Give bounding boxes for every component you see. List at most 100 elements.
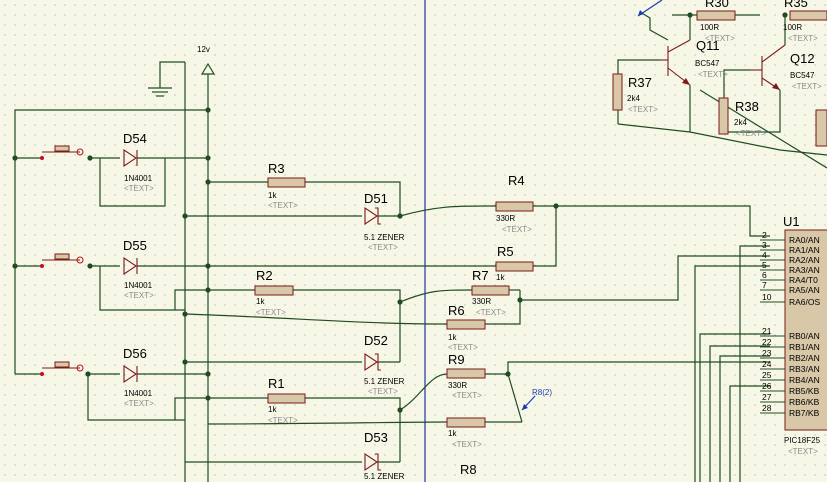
mcu-pin-number: 22	[762, 337, 772, 347]
wires-middle	[174, 181, 770, 482]
mcu-body[interactable]	[784, 229, 827, 431]
mcu-pin-name: RB5/KB	[789, 386, 820, 396]
resistor-right-edge[interactable]	[815, 109, 827, 147]
resistor-r37[interactable]	[612, 73, 623, 111]
r9-text-placeholder: <TEXT>	[452, 391, 482, 400]
d52-value: 5.1 ZENER	[364, 377, 405, 386]
d52-ref: D52	[364, 333, 388, 348]
r2-ref: R2	[256, 268, 273, 283]
r37-ref: R37	[628, 75, 652, 90]
d55-text-placeholder: <TEXT>	[124, 291, 154, 300]
d55-value: 1N4001	[124, 281, 153, 290]
d54-ref: D54	[123, 131, 147, 146]
resistor-r3[interactable]	[267, 177, 306, 188]
r4-ref: R4	[508, 173, 525, 188]
mcu-pin-name: RA5/AN	[789, 285, 820, 295]
resistor-r8[interactable]	[446, 417, 486, 428]
q11-value: BC547	[695, 59, 720, 68]
diode-d54[interactable]	[123, 148, 138, 168]
mcu-pin-name: RB4/AN	[789, 375, 820, 385]
push-switch-3	[40, 361, 84, 376]
resistor-r5[interactable]	[495, 261, 534, 272]
mcu-pin-name: RA1/AN	[789, 245, 820, 255]
wires-left-bus	[14, 109, 208, 421]
r38-value: 2k4	[734, 118, 747, 127]
r4-value: 330R	[496, 214, 515, 223]
probe-label: R8(2)	[532, 388, 552, 397]
mcu-pin-number: 26	[762, 381, 772, 391]
mcu-pin-number: 23	[762, 348, 772, 358]
power-label: 12v	[197, 45, 210, 54]
r1-ref: R1	[268, 376, 285, 391]
resistor-r9[interactable]	[446, 368, 486, 379]
r30-ref: R30	[705, 0, 729, 10]
d55-ref: D55	[123, 238, 147, 253]
resistor-r4[interactable]	[495, 201, 534, 212]
mcu-pin-number: 4	[762, 250, 767, 260]
resistor-r30[interactable]	[696, 10, 736, 21]
r38-ref: R38	[735, 99, 759, 114]
r35-ref: R35	[784, 0, 808, 10]
mcu-pin-number: 27	[762, 392, 772, 402]
mcu-pin-number: 10	[762, 292, 772, 302]
diode-d56[interactable]	[123, 364, 138, 384]
r35-text-placeholder: <TEXT>	[788, 34, 818, 43]
r2-text-placeholder: <TEXT>	[256, 308, 286, 317]
q12-value: BC547	[790, 71, 815, 80]
mcu-pin-number: 21	[762, 326, 772, 336]
push-switch-1	[40, 145, 84, 160]
r6-value: 1k	[448, 333, 457, 342]
mcu-text-placeholder: <TEXT>	[788, 447, 818, 456]
mcu-pin-number: 28	[762, 403, 772, 413]
zener-d53[interactable]	[364, 452, 381, 472]
resistor-r38[interactable]	[718, 97, 729, 135]
resistor-r1[interactable]	[267, 393, 306, 404]
r8-value: 1k	[448, 429, 457, 438]
r30-text-placeholder: <TEXT>	[705, 34, 735, 43]
r7-text-placeholder: <TEXT>	[476, 308, 506, 317]
zener-d52[interactable]	[364, 352, 381, 372]
r3-text-placeholder: <TEXT>	[268, 201, 298, 210]
r4-text-placeholder: <TEXT>	[502, 225, 532, 234]
voltage-probe-top[interactable]	[637, 0, 663, 17]
r8-text-placeholder: <TEXT>	[452, 440, 482, 449]
r3-ref: R3	[268, 161, 285, 176]
mcu-pin-number: 6	[762, 270, 767, 280]
ground-symbol	[148, 61, 185, 97]
mcu-pin-number: 3	[762, 240, 767, 250]
mcu-pin-name: RB0/AN	[789, 331, 820, 341]
r6-text-placeholder: <TEXT>	[448, 343, 478, 352]
r7-value: 330R	[472, 297, 491, 306]
resistor-r7[interactable]	[471, 285, 510, 296]
resistor-r2[interactable]	[254, 285, 294, 296]
q12-ref: Q12	[790, 51, 815, 66]
mcu-pin-number: 25	[762, 370, 772, 380]
diode-d55[interactable]	[123, 256, 138, 276]
transistor-q12[interactable]	[750, 44, 786, 91]
resistor-r35[interactable]	[789, 10, 827, 21]
q11-ref: Q11	[696, 38, 720, 53]
mcu-pin-name: RB3/AN	[789, 364, 820, 374]
d51-value: 5.1 ZENER	[364, 233, 405, 242]
voltage-probe-r8[interactable]	[521, 395, 536, 411]
d51-ref: D51	[364, 191, 388, 206]
d53-value: 5.1 ZENER	[364, 472, 405, 481]
transistor-q11[interactable]	[660, 39, 691, 86]
r35-value: 100R	[783, 23, 802, 32]
r1-text-placeholder: <TEXT>	[268, 416, 298, 425]
r9-value: 330R	[448, 381, 467, 390]
r9-ref: R9	[448, 352, 465, 367]
mcu-pin-name: RB2/AN	[789, 353, 820, 363]
push-switch-2	[40, 253, 84, 268]
zener-d51[interactable]	[364, 206, 381, 226]
resistor-r6[interactable]	[446, 319, 486, 330]
r1-value: 1k	[268, 405, 277, 414]
d51-text-placeholder: <TEXT>	[368, 243, 398, 252]
r6-ref: R6	[448, 303, 465, 318]
mcu-pin-number: 24	[762, 359, 772, 369]
r5-ref: R5	[497, 244, 514, 259]
r38-text-placeholder: <TEXT>	[736, 129, 766, 138]
